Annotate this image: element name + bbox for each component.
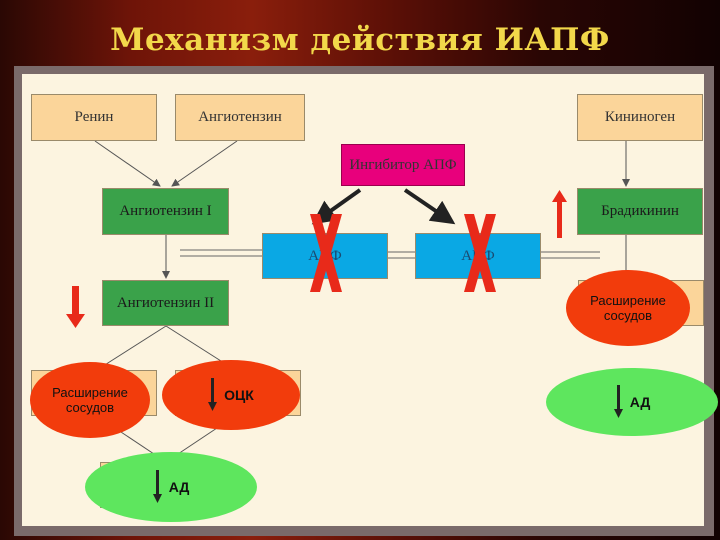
line-ang2-left (99, 325, 167, 369)
bp-right-down-arrow-icon (613, 385, 623, 418)
bcv-oval: ОЦК (162, 360, 300, 430)
cross-mark-left-icon (310, 214, 342, 292)
vasodilation-left-text: Расширение сосудов (52, 385, 128, 415)
arrow-renin (94, 140, 161, 187)
arrow-inhibitor-right (403, 188, 456, 225)
bp-right-text: АД (629, 394, 651, 410)
vasodilation-oval-right: Расширение сосудов (566, 270, 690, 346)
bp-left-text: АД (168, 479, 190, 495)
vasodilation-right-text: Расширение сосудов (590, 293, 666, 323)
angiotensinogen-box: Ангиотензин (175, 94, 305, 141)
arrow-inhibitor-left (311, 188, 362, 225)
renin-box: Ренин (31, 94, 157, 141)
kininogen-box: Кининоген (577, 94, 703, 141)
vasodilation-oval-left: Расширение сосудов (30, 362, 150, 438)
arrow-angiotensinogen (171, 140, 238, 187)
slide-title: Механизм действия ИАПФ (110, 22, 610, 58)
ace-inhibitor-box: Ингибитор АПФ (341, 144, 465, 186)
angiotensin-1-box: Ангиотензин I (102, 188, 229, 235)
decrease-arrow-icon (66, 286, 85, 328)
angiotensin-2-box: Ангиотензин II (102, 280, 229, 326)
bp-oval-left: АД (85, 452, 257, 522)
bp-oval-right: АД (546, 368, 718, 436)
increase-arrow-icon (552, 190, 567, 238)
bcv-down-arrow-icon (208, 378, 218, 411)
bradykinin-box: Брадикинин (577, 188, 703, 235)
bcv-text: ОЦК (224, 387, 254, 403)
bp-left-down-arrow-icon (152, 470, 162, 503)
cross-mark-right-icon (464, 214, 496, 292)
